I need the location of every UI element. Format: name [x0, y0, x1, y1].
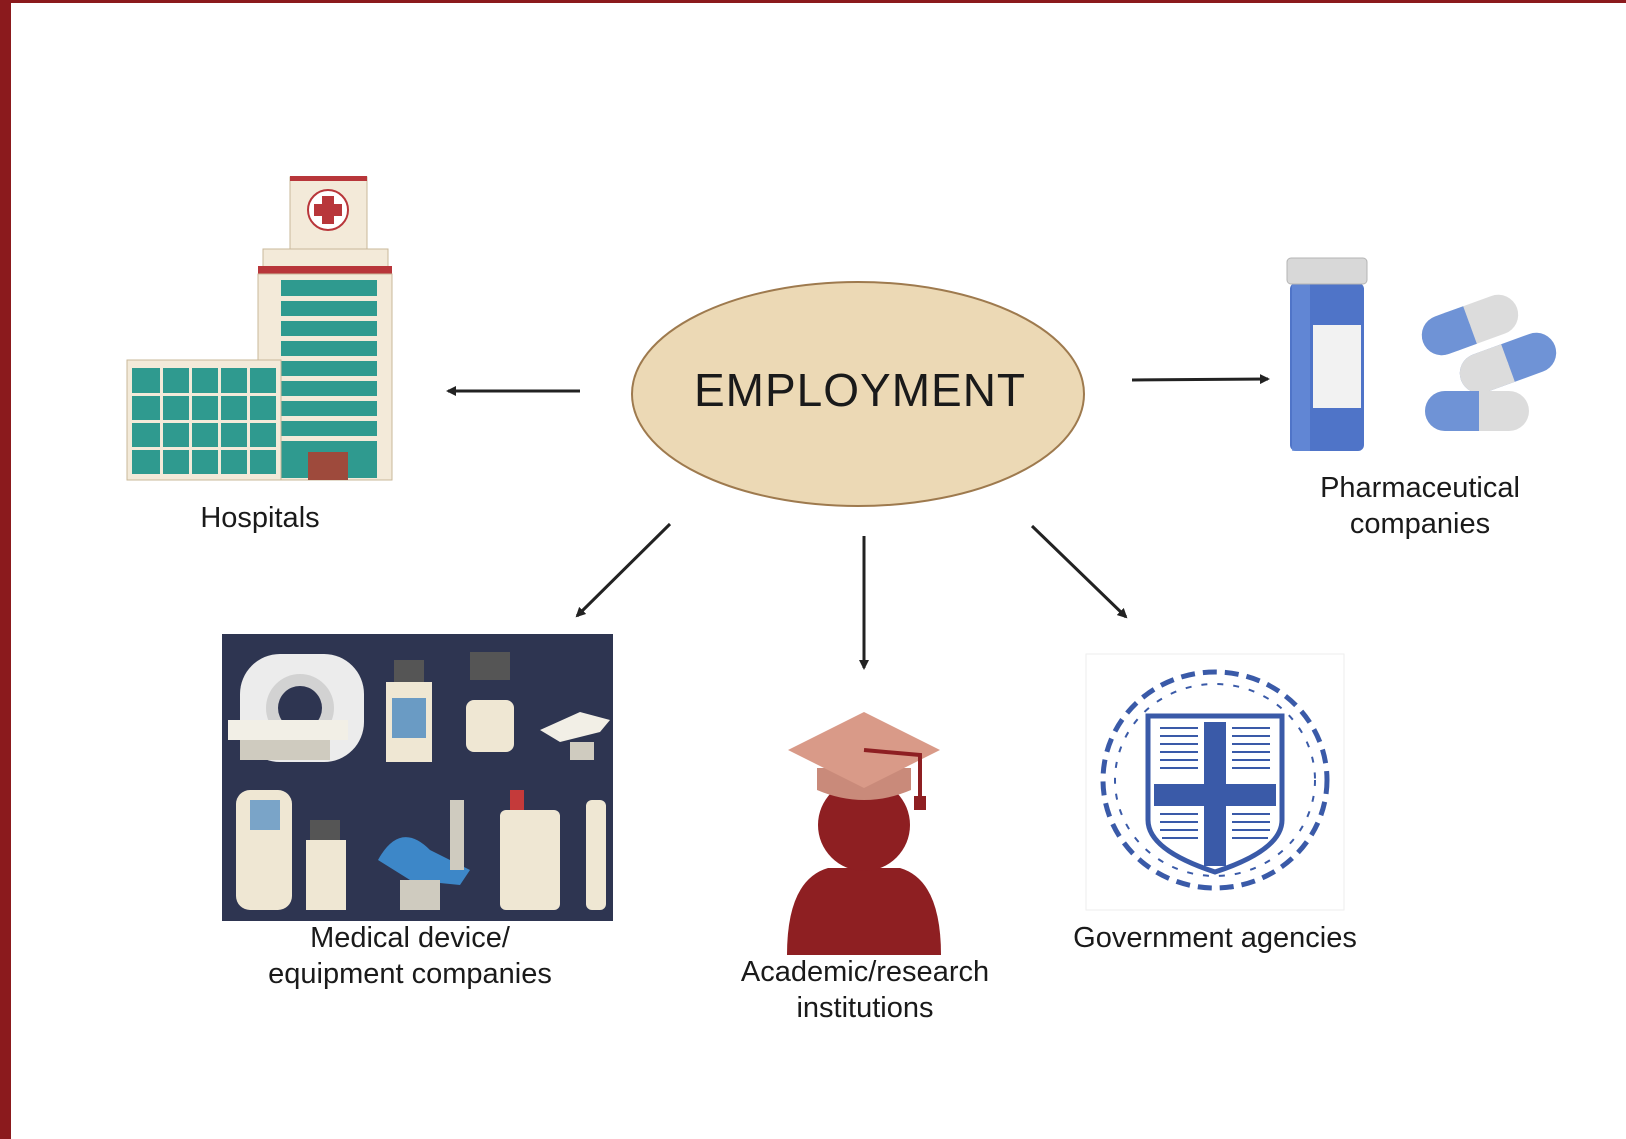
arrow-to-medical-device — [575, 522, 672, 618]
hospital-building-icon — [126, 176, 393, 481]
graduate-cap-icon — [787, 712, 941, 955]
arrow-to-government — [1030, 524, 1128, 619]
frame-border-top — [0, 0, 1626, 3]
employment-label: EMPLOYMENT — [693, 364, 1027, 416]
hospitals-label: Hospitals — [200, 502, 320, 534]
pharma-label: Pharmaceutical companies — [1320, 472, 1520, 540]
pill-bottle-capsules-icon — [1286, 257, 1557, 451]
academic-label: Academic/research institutions — [740, 956, 990, 1024]
government-label: Government agencies — [1073, 922, 1357, 954]
medical-equipment-icon — [222, 634, 613, 921]
arrow-to-pharma — [1131, 374, 1270, 385]
frame-border-left — [0, 0, 11, 1139]
employment-ellipse — [631, 281, 1085, 507]
coat-of-arms-icon — [1085, 653, 1345, 911]
medical-device-label: Medical device/ equipment companies — [268, 922, 552, 990]
